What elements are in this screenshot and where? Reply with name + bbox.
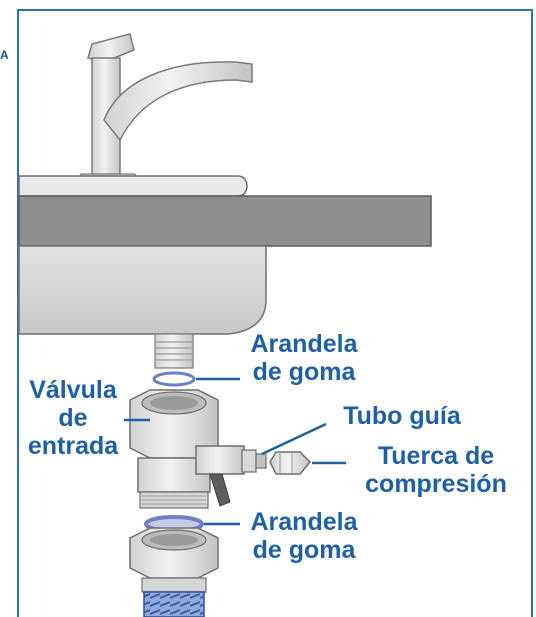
label-inlet-valve: Válvula de entrada (18, 376, 128, 460)
label-rubber-washer-top: Arandela de goma (244, 330, 364, 386)
braided-hose (143, 591, 205, 617)
compression-nut (269, 451, 312, 475)
label-line: de goma (252, 358, 356, 386)
diagram-frame (17, 9, 533, 617)
label-line: de (58, 404, 88, 432)
label-line: Tubo guía (343, 402, 461, 430)
sink (18, 175, 432, 335)
edge-mark: A (0, 48, 9, 62)
faucet-stem (154, 333, 194, 369)
inlet-valve (129, 389, 267, 509)
label-line: entrada (27, 432, 119, 460)
label-line: Válvula (29, 376, 117, 404)
label-line: Arandela (250, 508, 358, 536)
hose-fitting (129, 527, 219, 593)
label-line: compresión (365, 470, 507, 498)
leader-lines (124, 377, 346, 526)
rubber-washer-top (152, 371, 196, 387)
label-rubber-washer-bottom: Arandela de goma (244, 508, 364, 564)
label-line: Arandela (250, 330, 358, 358)
label-line: Tuerca de (377, 442, 495, 470)
faucet (79, 33, 253, 183)
label-line: de goma (252, 536, 356, 564)
label-compression-nut: Tuerca de compresión (352, 442, 520, 498)
label-guide-tube: Tubo guía (332, 402, 472, 430)
